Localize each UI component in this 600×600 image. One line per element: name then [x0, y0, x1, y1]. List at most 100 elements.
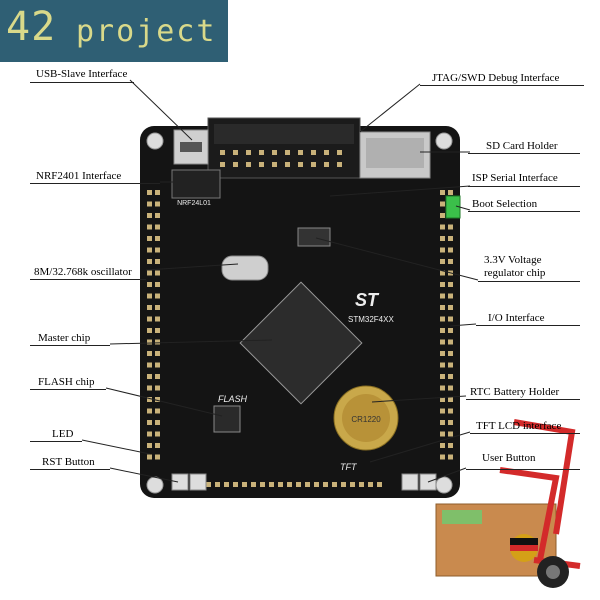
leader-tft [369, 431, 471, 463]
header-pin [440, 339, 445, 345]
bottom-pin-header [206, 482, 382, 487]
label-rtc: RTC Battery Holder [470, 386, 560, 398]
logo-number: 42 [6, 4, 57, 50]
mount-hole-icon [435, 476, 453, 494]
leader-osc [145, 263, 239, 271]
header-pin [155, 270, 160, 276]
header-pin [377, 482, 382, 487]
leader-isp [329, 185, 471, 197]
header-pin [314, 482, 319, 487]
leader-master [109, 339, 273, 345]
header-pin [246, 150, 251, 155]
master-chip [239, 281, 363, 405]
header-pin [147, 328, 152, 333]
label-jtag: JTAG/SWD Debug Interface [432, 72, 560, 84]
chip-text: STM32F4XX [348, 315, 394, 324]
header-pin [155, 236, 160, 241]
oscillator [221, 255, 269, 281]
left-pin-header [147, 190, 160, 460]
battery-text: CR1220 [351, 415, 381, 424]
header-pin [448, 305, 453, 310]
underline [466, 469, 580, 470]
k-up-button [189, 473, 207, 491]
header-pin [448, 385, 453, 391]
header-pin [242, 482, 247, 487]
underline [468, 153, 580, 154]
header-pin [147, 454, 152, 460]
header-pin [448, 282, 453, 287]
leader-jtag [359, 83, 421, 133]
header-pin [448, 351, 453, 356]
header-pin [337, 150, 342, 155]
header-pin [147, 270, 152, 276]
mount-hole-icon [146, 476, 164, 494]
label-sd-card: SD Card Holder [486, 140, 558, 152]
label-vreg-line2: regulator chip [484, 267, 546, 279]
header-pin [311, 162, 316, 167]
header-pin [147, 224, 152, 230]
header-pin [147, 362, 152, 368]
header-pin [260, 482, 265, 487]
mount-hole-icon [146, 132, 164, 150]
leader-rtc [371, 395, 467, 403]
header-pin [324, 150, 329, 155]
header-pin [147, 408, 152, 414]
header-pin [233, 150, 238, 155]
header-pin [147, 213, 152, 218]
header-pin [155, 351, 160, 356]
header-pin [155, 305, 160, 310]
underline [468, 211, 580, 212]
nrf-header [171, 169, 221, 199]
header-pin [251, 482, 256, 487]
header-pin [278, 482, 283, 487]
header-pin [332, 482, 337, 487]
header-pin [147, 385, 152, 391]
header-pin [147, 247, 152, 253]
header-pin [440, 293, 445, 299]
header-pin [448, 408, 453, 414]
header-pin [155, 362, 160, 368]
header-pin [337, 162, 342, 167]
header-pin [440, 408, 445, 414]
header-pin [298, 150, 303, 155]
header-pin [440, 374, 445, 379]
header-pin [323, 482, 328, 487]
header-pin [350, 482, 355, 487]
brand-logo: 42 project [0, 0, 228, 62]
leader-user [427, 467, 467, 483]
header-pin [155, 224, 160, 230]
header-pin [272, 150, 277, 155]
header-pin [155, 293, 160, 299]
delivery-cart-icon [435, 419, 581, 588]
st-logo: ST [355, 290, 380, 310]
header-pin [155, 454, 160, 460]
underline [476, 325, 580, 326]
mount-hole-icon [435, 132, 453, 150]
leader-io [449, 323, 477, 327]
header-pin [155, 247, 160, 253]
label-usb-slave: USB-Slave Interface [36, 68, 128, 80]
header-pin [147, 351, 152, 356]
header-pin [311, 150, 316, 155]
header-pin [215, 482, 220, 487]
header-pin [233, 482, 238, 487]
underline [468, 186, 580, 187]
header-pin [440, 431, 445, 437]
right-pin-header [440, 190, 453, 460]
voltage-regulator [297, 227, 331, 247]
header-pin [440, 236, 445, 241]
header-pin [147, 305, 152, 310]
header-pin [448, 374, 453, 379]
header-pin [448, 443, 453, 448]
leader-boot [455, 205, 471, 211]
header-pin [448, 247, 453, 253]
header-pin [448, 454, 453, 460]
underline [466, 399, 580, 400]
label-boot: Boot Selection [472, 198, 538, 210]
header-pin [448, 316, 453, 322]
header-pin [220, 162, 225, 167]
header-pin [155, 397, 160, 402]
header-pin [287, 482, 292, 487]
header-pin [147, 431, 152, 437]
